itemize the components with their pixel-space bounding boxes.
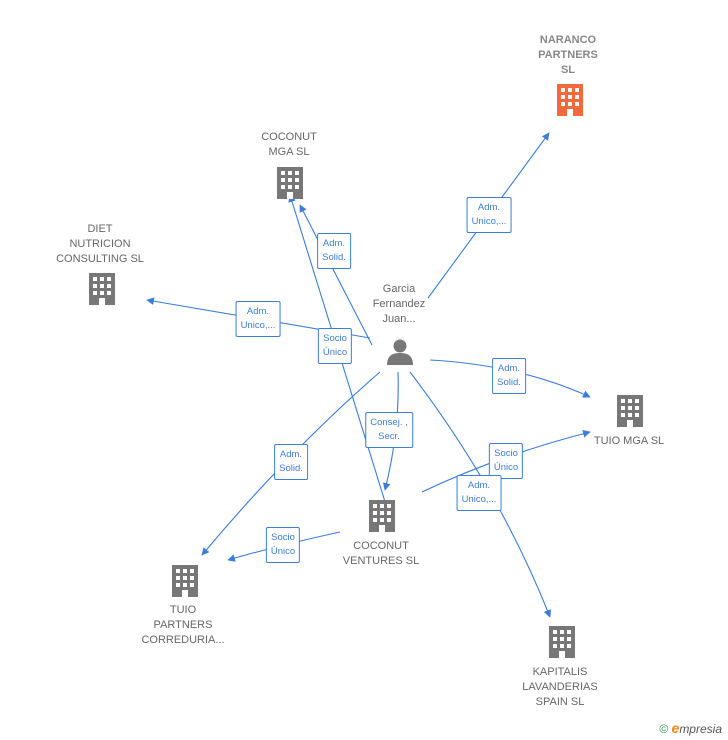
person-icon[interactable] [386,337,414,365]
person-label[interactable]: Garcia Fernandez Juan... [372,283,426,325]
building-icon-naranco[interactable] [555,82,585,118]
building-icon-tuio-mga[interactable] [615,393,645,429]
company-label-tuio-mga[interactable]: TUIO MGA SL [593,435,665,447]
relation-label-socio-mga[interactable]: Socio Único [317,328,353,364]
relation-label-diet[interactable]: Adm. Unico,... [235,301,281,337]
company-label-coconut-mga[interactable]: COCONUT MGA SL [261,131,317,158]
company-label-coconut-ventures[interactable]: COCONUT VENTURES SL [342,540,420,567]
relation-label-coconut-mga[interactable]: Adm. Solid. [317,233,351,269]
company-label-naranco[interactable]: NARANCO PARTNERS SL [538,34,598,76]
building-icon-diet[interactable] [87,271,117,307]
relation-label-tuio-partners[interactable]: Adm. Solid. [274,444,308,480]
copyright-icon: © [659,722,669,736]
company-label-kapitalis[interactable]: KAPITALIS LAVANDERIAS SPAIN SL [522,666,598,708]
brand-name: mpresia [679,722,722,736]
relation-label-socio-partners[interactable]: Socio Único [265,527,301,563]
relation-label-tuio-mga[interactable]: Adm. Solid. [492,358,526,394]
relation-label-socio-ventures-mga[interactable]: Socio Único [488,443,524,479]
building-icon-coconut-mga[interactable] [275,165,305,201]
company-label-diet[interactable]: DIET NUTRICION CONSULTING SL [56,223,144,265]
building-icon-coconut-ventures[interactable] [367,498,397,534]
building-icon-kapitalis[interactable] [547,624,577,660]
relation-label-naranco[interactable]: Adm. Unico,... [466,197,512,233]
brand-logo-e: e [671,720,680,736]
company-label-tuio-partners[interactable]: TUIO PARTNERS CORREDURIA... [141,604,225,646]
relation-label-kapitalis[interactable]: Adm. Unico,... [456,475,502,511]
relation-label-ventures[interactable]: Consej. , Secr. [365,412,413,448]
brand-footer[interactable]: © empresia [659,720,722,736]
edge-coconut-mga [299,204,373,346]
building-icon-tuio-partners[interactable] [170,563,200,599]
